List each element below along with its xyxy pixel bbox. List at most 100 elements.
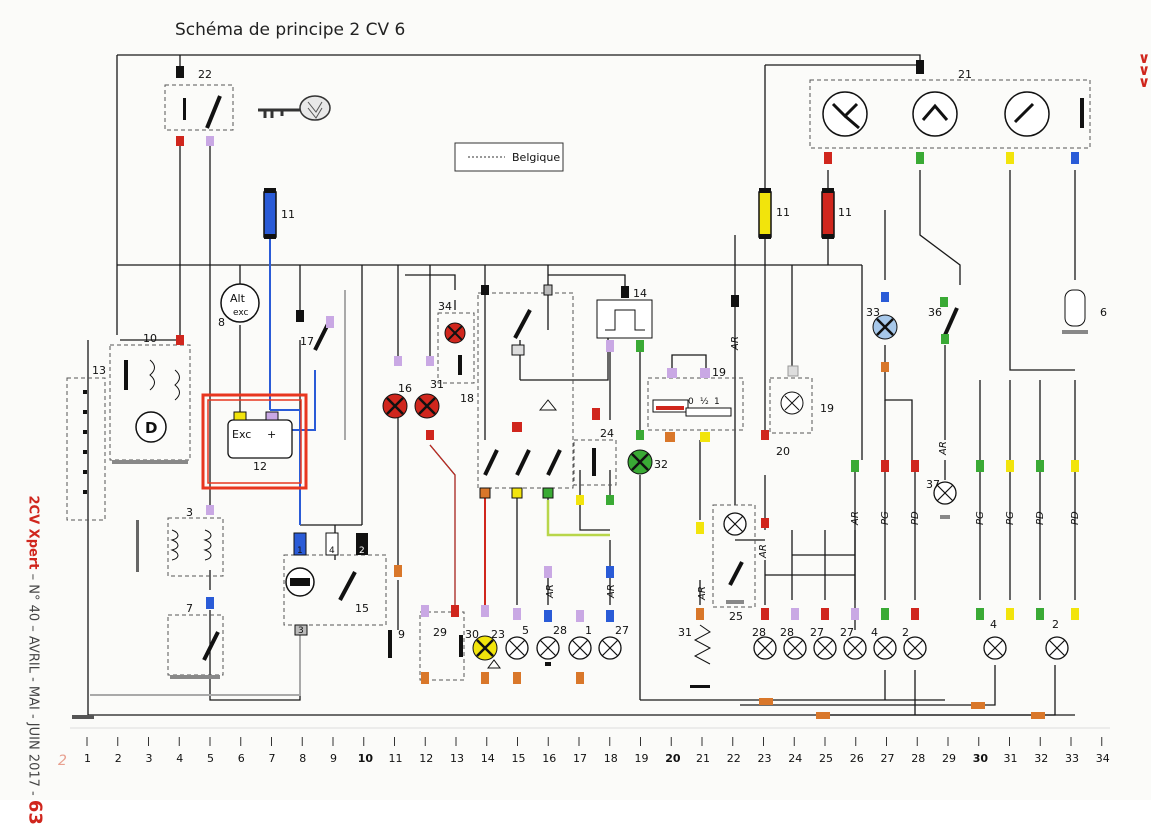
lamp-5: 5 (505, 608, 529, 684)
indicator-light: 32 (627, 430, 668, 475)
page-marker: 2 (58, 753, 67, 769)
component-label: 20 (776, 445, 790, 458)
component-label: 6 (1100, 306, 1107, 319)
wiper-motor: 1 4 2 3 15 (283, 532, 387, 636)
grid-number: 8 (299, 752, 306, 765)
fuse-blue: 11 (263, 188, 295, 239)
lamp-2: 2 (902, 608, 927, 660)
switch-29: 29 (419, 605, 465, 684)
component-label: 24 (600, 427, 614, 440)
grid-number: 24 (788, 752, 802, 765)
alt-label: Alt (230, 292, 246, 305)
grid-number: 17 (573, 752, 587, 765)
grid-number: 27 (881, 752, 895, 765)
gauge-one: 1 (714, 397, 720, 407)
grid-number: 14 (481, 752, 495, 765)
dynamo: 10 D (109, 332, 191, 464)
regulator-exc-label: Exc (232, 428, 251, 441)
grid-number: 28 (911, 752, 925, 765)
grid-number: 32 (1034, 752, 1048, 765)
component-label: 27 (840, 626, 854, 639)
contact-breaker: 7 (167, 597, 224, 679)
component-label: 31 (430, 378, 444, 391)
key-icon (258, 95, 331, 121)
grid-number: 2 (115, 752, 122, 765)
reversing-switch: 25 (712, 295, 756, 623)
grid-number: 20 (665, 752, 681, 765)
lamp-27b: 27 (810, 608, 837, 660)
regulator-plus-label: + (267, 428, 276, 441)
component-label: 31 (678, 626, 692, 639)
component-label: 14 (633, 287, 647, 300)
svg-text:AR: AR (697, 586, 708, 601)
wiring-diagram: 22 Belgique 11 11 11 21 (58, 54, 1110, 769)
grid-number: 30 (973, 752, 989, 765)
component-label: 10 (143, 332, 157, 345)
lamp-4b: 4 (976, 608, 1014, 660)
component-label: 32 (654, 458, 668, 471)
stop-switch: 24 (573, 408, 617, 505)
component-label: 28 (553, 624, 567, 637)
grid-number: 10 (358, 752, 374, 765)
component-label: 25 (729, 610, 743, 623)
svg-text:PD: PD (1035, 511, 1046, 525)
component-label: 19 (712, 366, 726, 379)
component-label: 8 (218, 316, 225, 329)
component-label: 23 (491, 628, 505, 641)
lamp-27c: 27 (840, 608, 867, 660)
legend-box: Belgique (454, 142, 564, 172)
grid-number: 4 (176, 752, 183, 765)
component-label: 29 (433, 626, 447, 639)
svg-text:AR: AR (730, 336, 741, 351)
component-label: 7 (186, 602, 193, 615)
grid-number: 1 (84, 752, 91, 765)
component-label: 19 (820, 402, 834, 415)
component-label: 28 (752, 626, 766, 639)
grid-number: 16 (542, 752, 556, 765)
component-label: 16 (398, 382, 412, 395)
component-label: 5 (522, 624, 529, 637)
component-label: 18 (460, 392, 474, 405)
page-title: Schéma de principe 2 CV 6 (175, 20, 406, 40)
fog-switch: 36 (928, 297, 959, 344)
legend-label: Belgique (512, 151, 560, 164)
grid-number: 11 (389, 752, 403, 765)
svg-text:AR: AR (545, 584, 556, 599)
gauge-zero: 0 (688, 397, 694, 407)
grid-number: 9 (330, 752, 337, 765)
grid-number: 33 (1065, 752, 1079, 765)
grid-number: 5 (207, 752, 214, 765)
light-switch-block: 21 (809, 60, 1091, 164)
ignition-switch: 22 (164, 66, 234, 146)
horn: 6 (1062, 289, 1107, 334)
grid-number: 23 (758, 752, 772, 765)
component-label: 2 (902, 626, 909, 639)
svg-text:AR: AR (606, 584, 617, 599)
grid-number: 21 (696, 752, 710, 765)
fuse-yellow: 11 (758, 188, 790, 239)
grid-number: 31 (1004, 752, 1018, 765)
grid-number: 25 (819, 752, 833, 765)
warning-lights-16: 16 (382, 356, 440, 440)
component-label: 17 (300, 335, 314, 348)
component-label: 3 (186, 506, 193, 519)
lamp-4: 4 (871, 608, 897, 660)
component-label: 30 (465, 628, 479, 641)
lamp-1: 1 (568, 610, 592, 684)
component-label: 37 (926, 478, 940, 491)
lamp-27: 27 (598, 566, 629, 660)
svg-text:AR: AR (758, 544, 769, 559)
temp-sensor: 31 (678, 522, 712, 688)
svg-text:PD: PD (910, 511, 921, 525)
grid-number: 26 (850, 752, 864, 765)
grid-number: 22 (727, 752, 741, 765)
grid-number: 29 (942, 752, 956, 765)
component-label: 33 (866, 306, 880, 319)
gauge-half: ½ (700, 397, 709, 407)
component-label: 15 (355, 602, 369, 615)
grid-number: 15 (512, 752, 526, 765)
connector-label: 2 (359, 546, 365, 556)
grid-number: 18 (604, 752, 618, 765)
harness-connectors (759, 460, 1079, 719)
grid-number: 6 (238, 752, 245, 765)
